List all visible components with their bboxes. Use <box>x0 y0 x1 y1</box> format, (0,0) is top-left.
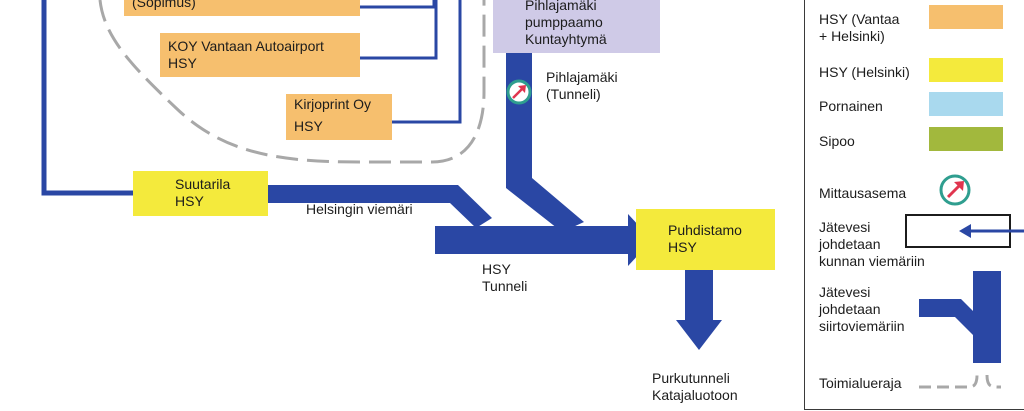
legend-pornainen-label: Pornainen <box>819 98 883 114</box>
legend-mittausasema-label: Mittausasema <box>819 185 907 201</box>
legend-trunk-pipe-sample <box>919 271 1001 363</box>
hsy-tunnel-line2: Tunneli <box>482 278 528 294</box>
connection-line-top <box>360 0 436 9</box>
legend-kunnan-line2: johdetaan <box>819 236 881 252</box>
legend-siirtoviemari-label: Jätevesi johdetaan siirtoviemäriin <box>819 284 905 335</box>
legend-siirto-line1: Jätevesi <box>819 284 871 300</box>
legend-kunnan-line3: kunnan viemäriin <box>819 253 925 269</box>
hsy-tunnel-pipe <box>435 226 631 254</box>
legend-kunnan-viemari-label: Jätevesi johdetaan kunnan viemäriin <box>819 219 925 270</box>
pihlajamaki-tunnel-line1: Pihlajamäki <box>546 69 618 85</box>
autoairport-operator: HSY <box>168 55 197 71</box>
sopimus-label: (Sopimus) <box>132 0 196 10</box>
suutarila-box: Suutarila HSY <box>133 171 268 216</box>
legend-gauge-icon <box>939 174 971 206</box>
legend-siirto-line3: siirtoviemäriin <box>819 318 905 334</box>
legend-siirto-line2: johdetaan <box>819 301 881 317</box>
suutarila-operator: HSY <box>175 193 204 209</box>
hsy-tunnel-label: HSY Tunneli <box>482 261 527 295</box>
legend-boundary-sample <box>919 374 1002 389</box>
helsingin-viemari-pipe <box>268 185 492 228</box>
pihlajamaki-pump-line2: pumppaamo <box>525 14 603 30</box>
kirjoprint-name: Kirjoprint Oy <box>294 96 372 112</box>
autoairport-box: KOY Vantaan Autoairport HSY <box>160 33 360 77</box>
pihlajamaki-pump-box: Pihlajamäki pumppaamo Kuntayhtymä <box>493 0 660 53</box>
legend-left-arrow-icon <box>959 224 1024 238</box>
puhdistamo-box: Puhdistamo HSY <box>636 209 775 270</box>
measurement-station-icon <box>506 79 532 105</box>
kirjoprint-operator: HSY <box>294 118 323 134</box>
connection-line-autoairport <box>360 0 438 60</box>
hsy-tunnel-line1: HSY <box>482 261 511 277</box>
legend-sipoo-label: Sipoo <box>819 133 855 149</box>
pihlajamaki-pump-line3: Kuntayhtymä <box>525 31 607 47</box>
legend-kunnan-line1: Jätevesi <box>819 219 871 235</box>
suutarila-name: Suutarila <box>175 176 231 192</box>
pihlajamaki-pump-line1: Pihlajamäki <box>525 0 597 13</box>
legend-swatch-hsy-vantaa-helsinki <box>929 5 1003 29</box>
puhdistamo-operator: HSY <box>668 239 697 255</box>
legend-swatch-hsy-helsinki <box>929 58 1003 82</box>
pihlajamaki-tunnel-line2: (Tunneli) <box>546 86 601 102</box>
legend-hsy-helsinki-label: HSY (Helsinki) <box>819 64 910 80</box>
legend-hsy-vantaa-line1: HSY (Vantaa <box>819 11 900 27</box>
purkutunneli-line2: Katajaluotoon <box>652 387 738 403</box>
legend-hsy-vantaa-helsinki-label: HSY (Vantaa + Helsinki) <box>819 11 899 45</box>
autoairport-name: KOY Vantaan Autoairport <box>168 38 324 54</box>
puhdistamo-name: Puhdistamo <box>668 222 742 238</box>
pihlajamaki-tunnel-label: Pihlajamäki (Tunneli) <box>546 69 618 103</box>
feeder-line-left <box>41 0 140 196</box>
purkutunneli-line1: Purkutunneli <box>652 370 730 386</box>
sopimus-box: (Sopimus) <box>124 0 360 16</box>
kirjoprint-box: Kirjoprint Oy HSY <box>286 94 392 140</box>
service-area-boundary <box>98 0 486 164</box>
legend: HSY (Vantaa + Helsinki) HSY (Helsinki) P… <box>804 0 1024 410</box>
purkutunneli-label: Purkutunneli Katajaluotoon <box>652 370 738 404</box>
legend-swatch-sipoo <box>929 127 1003 151</box>
connection-line-kirjoprint <box>392 0 462 124</box>
legend-hsy-vantaa-line2: + Helsinki) <box>819 28 885 44</box>
legend-swatch-pornainen <box>929 92 1003 116</box>
helsingin-viemari-label: Helsingin viemäri <box>306 201 413 217</box>
purkutunneli-pipe <box>685 270 713 322</box>
purkutunneli-arrowhead <box>676 320 722 350</box>
legend-toimialueraja-label: Toimialueraja <box>819 375 902 391</box>
